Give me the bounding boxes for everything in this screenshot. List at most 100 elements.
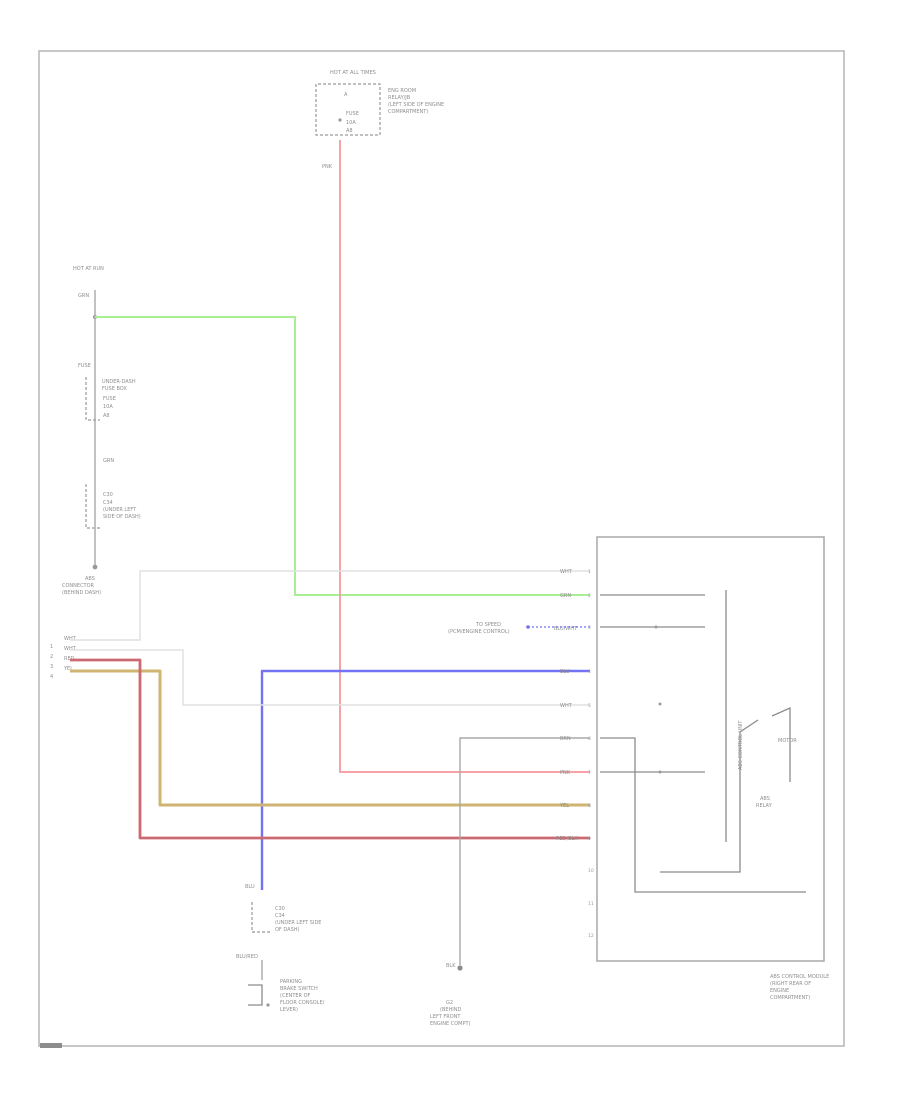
diagram-frame (38, 50, 845, 1047)
pink-wire-top-label: PNK (322, 164, 333, 170)
red-wire (70, 658, 590, 840)
brake-switch-name-3: (CENTER OF (280, 993, 311, 999)
fuse-block-name-label-2: RELAY/JB (388, 95, 411, 101)
left-fuse-note-3: FUSE (103, 396, 116, 402)
fuse-block-pin-label: A (344, 92, 348, 98)
module-pin-8: 8 (588, 803, 591, 809)
brake-switch-note-1: C30 (275, 906, 285, 912)
left-conn-num-2: 2 (50, 654, 53, 660)
left-lower-label: GRN (103, 458, 114, 464)
module-pin-7: 7 (588, 770, 591, 776)
wire-tags: WHT GRN BLU/WHT BLU WHT BRN PNK YEL RED/… (554, 569, 578, 842)
brake-switch-wire-label: BLU/RED (236, 954, 258, 960)
left-lower-note-1: C30 (103, 492, 113, 498)
module-name-label-4: COMPARTMENT) (770, 995, 810, 1001)
brake-switch-name-1: PARKING (280, 979, 302, 985)
motor-relay-label-2: RELAY (756, 803, 773, 809)
wire-tag-5: WHT (560, 703, 573, 709)
ground-name-2: (BEHIND (440, 1007, 462, 1013)
fuse-dot (338, 118, 342, 122)
yellow-wire (70, 669, 590, 807)
brake-switch: BLU C30 C34 (UNDER LEFT SIDE OF DASH) BL… (236, 884, 325, 1013)
left-fuse-branch: HOT AT RUN GRN FUSE UNDER-DASH FUSE BOX … (62, 266, 141, 596)
module-inner-label: ABS CONTROL UNIT (738, 720, 744, 770)
ign-source-label: HOT AT RUN (73, 266, 104, 272)
left-fuse-label: FUSE (78, 363, 91, 369)
module-pin-3: 3 (588, 625, 591, 631)
page-marker (40, 1043, 62, 1048)
wire-tag-7: PNK (560, 770, 571, 776)
ground-wire-label: BLK (446, 963, 456, 969)
bluewhite-signal: TO SPEED (PCM/ENGINE CONTROL) (448, 622, 590, 635)
left-conn-pin-4: YEL (63, 666, 73, 672)
left-conn-pin-3: RED (64, 656, 75, 662)
wire-tag-1: WHT (560, 569, 573, 575)
wire-tag-3: BLU/WHT (554, 626, 578, 632)
fuse-label: FUSE (346, 111, 359, 117)
wire-tag-9: RED/BLK (556, 836, 578, 842)
left-conn-num-3: 3 (50, 664, 53, 670)
brake-switch-note-3: (UNDER LEFT SIDE (275, 920, 321, 926)
fuse-pin-label: A8 (346, 128, 353, 134)
signal-source-label-1: TO SPEED (475, 622, 501, 628)
abs-control-module: ABS CONTROL UNIT ABS RELAY MOTOR 1 2 3 4… (588, 536, 829, 1001)
module-pin-6: 6 (588, 736, 591, 742)
ground-name-4: ENGINE COMPT) (430, 1021, 471, 1027)
left-lower-note-4: SIDE OF DASH) (103, 514, 141, 520)
module-ground: BLK G2 (BEHIND LEFT FRONT ENGINE COMPT) (430, 963, 471, 1027)
left-fuse-note-2: FUSE BOX (102, 386, 127, 392)
ground-name-1: G2 (446, 1000, 453, 1006)
brake-switch-name-2: BRAKE SWITCH (280, 986, 318, 992)
brake-switch-name-5: LEVER) (280, 1007, 298, 1013)
module-pin-4: 4 (588, 669, 591, 675)
white-wire-1 (70, 570, 590, 641)
green-wire (95, 316, 590, 596)
module-pin-11: 11 (588, 901, 594, 907)
module-pin-12: 12 (588, 933, 594, 939)
blue-wire (260, 669, 590, 890)
module-name-label-1: ABS CONTROL MODULE (770, 974, 829, 980)
left-conn-pin-1: WHT (64, 636, 77, 642)
ground-point-dot (457, 965, 463, 971)
white-wire-2 (70, 649, 590, 706)
wire-tag-6: BRN (560, 736, 571, 742)
left-conn-num-1: 1 (50, 644, 53, 650)
wire-tag-8: YEL (559, 803, 569, 809)
left-conn-pin-2: WHT (64, 646, 77, 652)
motor-relay-label-1: ABS (760, 796, 770, 802)
brake-switch-note-4: OF DASH) (275, 927, 300, 933)
fuse-block-name-label-1: ENG ROOM (388, 88, 416, 94)
fuse-block-name-label-4: COMPARTMENT) (388, 109, 428, 115)
pink-wire (339, 140, 590, 773)
ground-name-3: LEFT FRONT (430, 1014, 461, 1020)
motor-label: MOTOR (778, 738, 797, 744)
module-pin-9: 9 (588, 836, 591, 842)
module-pin-2: 2 (588, 593, 591, 599)
brake-switch-name-4: FLOOR CONSOLE/ (280, 1000, 325, 1006)
signal-source-label-2: (PCM/ENGINE CONTROL) (448, 629, 510, 635)
left-fuse-note-4: 10A (103, 404, 113, 410)
left-lower-note-2: C34 (103, 500, 113, 506)
module-pin-1: 1 (588, 569, 591, 575)
fuse-block-name-label-3: (LEFT SIDE OF ENGINE (388, 102, 444, 108)
left-connector-label-2: CONNECTOR (62, 583, 95, 589)
left-conn-num-4: 4 (50, 674, 53, 680)
gray-ground-wire (459, 737, 590, 965)
left-connector-label-1: ABS (85, 576, 95, 582)
wire-tag-2: GRN (560, 593, 571, 599)
ground-dot (92, 564, 98, 570)
module-pin-10: 10 (588, 868, 594, 874)
fuse-amp-label: 10A (346, 120, 356, 126)
top-fuse-block: HOT AT ALL TIMES A FUSE 10A A8 ENG ROOM … (315, 70, 444, 170)
module-name-label-3: ENGINE (770, 988, 789, 994)
left-connector: WHT WHT RED YEL 1 2 3 4 (50, 636, 77, 680)
left-connector-label-3: (BEHIND DASH) (62, 590, 101, 596)
module-name-label-2: (RIGHT REAR OF (770, 981, 811, 987)
brake-switch-note-2: C34 (275, 913, 285, 919)
module-pin-5: 5 (588, 703, 591, 709)
left-fuse-note-5: A8 (103, 413, 110, 419)
left-wire-top-label: GRN (78, 293, 89, 299)
left-lower-note-3: (UNDER LEFT (103, 507, 137, 513)
fuse-block-title-label: HOT AT ALL TIMES (330, 70, 376, 76)
